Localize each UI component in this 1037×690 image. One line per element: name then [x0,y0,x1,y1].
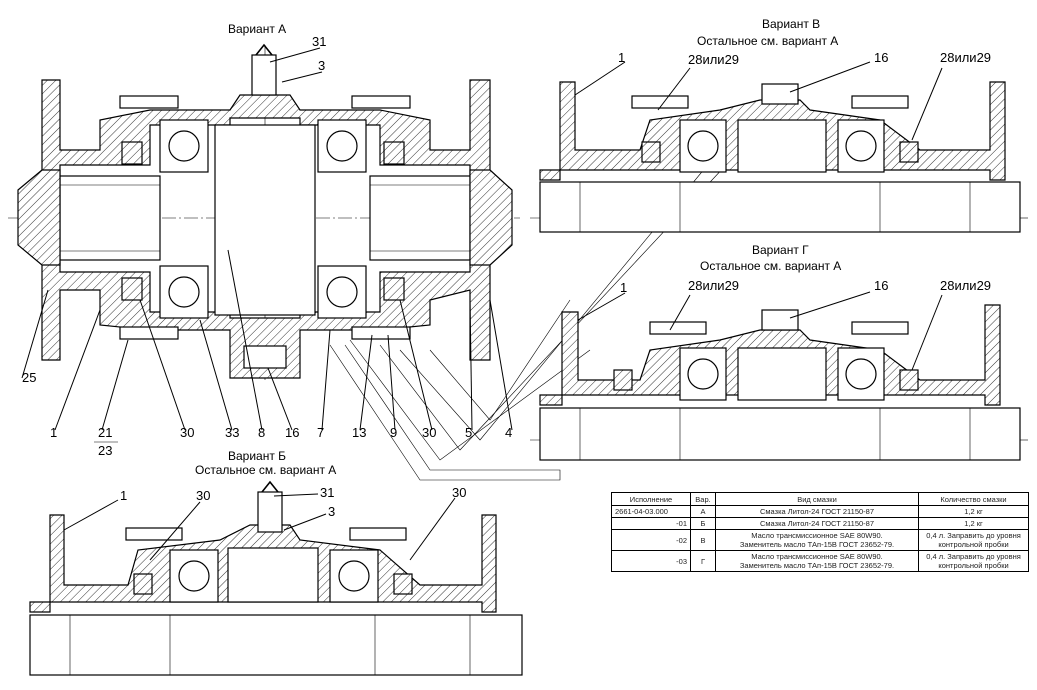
callout-g-1: 1 [620,280,627,295]
callout-30-left: 30 [180,425,194,440]
table-row: -01 Б Смазка Литол-24 ГОСТ 21150-87 1,2 … [611,517,1029,530]
callout-1: 1 [50,425,57,440]
variant-b-subtitle: Остальное см. вариант А [195,463,336,477]
callout-8: 8 [258,425,265,440]
cell-ispolnenie: -03 [611,550,691,572]
variant-a-title: Вариант А [228,22,286,36]
cell-kol-line2: контрольной пробки [938,561,1009,570]
cell-ispolnenie: 2661-04-03.000 [611,505,691,518]
variant-v-view: Вариант В Остальное см. вариант А 1 28ил… [530,17,1030,233]
variant-a-callouts: 31 3 25 1 21 23 30 33 8 16 7 13 9 [21,34,513,458]
cell-var: В [690,529,716,551]
lubrication-table: Исполнение Вар. Вид смазки Количество см… [611,492,1029,572]
callout-9: 9 [390,425,397,440]
cell-kolichestvo: 1,2 кг [918,505,1029,518]
callout-b-30-right: 30 [452,485,466,500]
cell-kol-line1: 0,4 л. Заправить до уровня [926,552,1021,561]
callout-v-28-right: 28или29 [940,50,991,65]
callout-13: 13 [352,425,366,440]
cell-vid: Смазка Литол-24 ГОСТ 21150-87 [715,505,919,518]
cell-vid-line2: Заменитель масло ТАп-15В ГОСТ 23652-79. [739,561,895,570]
callout-v-1: 1 [618,50,625,65]
callout-g-16: 16 [874,278,888,293]
header-kolichestvo: Количество смазки [918,492,1029,506]
callout-21: 21 [98,425,112,440]
callout-b-30-left: 30 [196,488,210,503]
cell-vid: Смазка Литол-24 ГОСТ 21150-87 [715,517,919,530]
callout-7: 7 [317,425,324,440]
cell-vid: Масло трансмиссионное SAE 80W90. Заменит… [715,529,919,551]
callout-23: 23 [98,443,112,458]
header-vid: Вид смазки [715,492,919,506]
callout-g-28-right: 28или29 [940,278,991,293]
callout-4: 4 [505,425,512,440]
cell-var: Б [690,517,716,530]
cell-var: Г [690,550,716,572]
callout-b-31: 31 [320,485,334,500]
table-row: 2661-04-03.000 А Смазка Литол-24 ГОСТ 21… [611,505,1029,518]
cell-kolichestvo: 1,2 кг [918,517,1029,530]
projection-lines [329,149,741,481]
callout-v-28-left: 28или29 [688,52,739,67]
callout-5: 5 [465,425,472,440]
cell-ispolnenie: -02 [611,529,691,551]
callout-b-1: 1 [120,488,127,503]
header-ispolnenie: Исполнение [611,492,691,506]
cell-kolichestvo: 0,4 л. Заправить до уровня контрольной п… [918,529,1029,551]
callout-b-3: 3 [328,504,335,519]
table-row: -02 В Масло трансмиссионное SAE 80W90. З… [611,529,1029,551]
cell-vid-line1: Масло трансмиссионное SAE 80W90. [751,531,883,540]
variant-g-view: Вариант Г Остальное см. вариант А 1 28ил… [530,243,1030,461]
variant-b-title: Вариант Б [228,449,286,463]
callout-25: 25 [22,370,36,385]
callout-16: 16 [285,425,299,440]
cell-vid-line2: Заменитель масло ТАп-15В ГОСТ 23652-79. [739,540,895,549]
table-header-row: Исполнение Вар. Вид смазки Количество см… [611,492,1029,506]
cell-ispolnenie: -01 [611,517,691,530]
header-var: Вар. [690,492,716,506]
callout-30-right: 30 [422,425,436,440]
variant-g-title: Вариант Г [752,243,809,257]
cell-vid: Масло трансмиссионное SAE 80W90. Заменит… [715,550,919,572]
cell-vid-line1: Масло трансмиссионное SAE 80W90. [751,552,883,561]
cell-var: А [690,505,716,518]
variant-g-subtitle: Остальное см. вариант А [700,259,841,273]
cell-kol-line1: 0,4 л. Заправить до уровня [926,531,1021,540]
callout-g-28-left: 28или29 [688,278,739,293]
variant-b-view: Вариант Б Остальное см. вариант А 1 30 3… [29,449,523,676]
callout-3: 3 [318,58,325,73]
cell-kol-line2: контрольной пробки [938,540,1009,549]
callout-v-16: 16 [874,50,888,65]
variant-v-subtitle: Остальное см. вариант А [697,34,838,48]
cell-kolichestvo: 0,4 л. Заправить до уровня контрольной п… [918,550,1029,572]
table-row: -03 Г Масло трансмиссионное SAE 80W90. З… [611,550,1029,572]
variant-v-title: Вариант В [762,17,820,31]
callout-31: 31 [312,34,326,49]
callout-33: 33 [225,425,239,440]
variant-a-view: Вариант А [8,22,520,458]
